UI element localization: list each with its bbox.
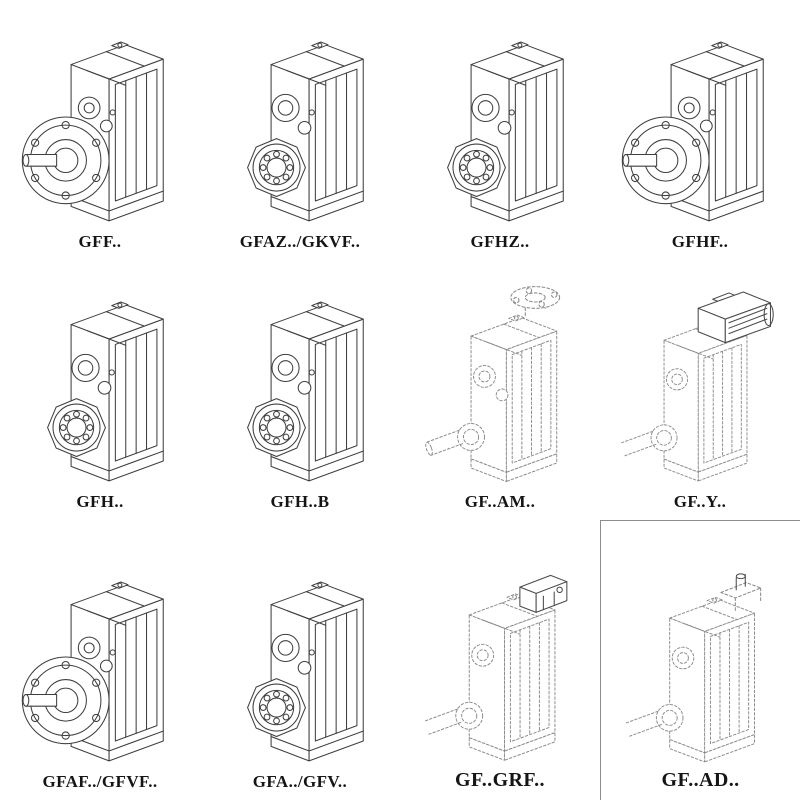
gearbox-cell: GF..Y.. xyxy=(600,260,800,520)
gearbox-cell: GFHZ.. xyxy=(400,0,600,260)
gearbox-bores-drawing xyxy=(11,283,189,489)
gearbox-flange-drawing xyxy=(611,23,789,229)
model-label: GFHF.. xyxy=(671,232,729,251)
gearbox-cell: GFHF.. xyxy=(600,0,800,260)
gearbox-cell: GF..GRF.. xyxy=(400,520,600,800)
gearbox-cell: GF..AM.. xyxy=(400,260,600,520)
gearbox-cell: GFAF../GFVF.. xyxy=(0,520,200,800)
model-label: GF..AD.. xyxy=(661,769,740,791)
model-label: GFA../GFV.. xyxy=(252,772,348,791)
gearbox-bores-drawing xyxy=(211,23,389,229)
model-label: GFF.. xyxy=(78,232,122,251)
gearbox-cell: GFAZ../GKVF.. xyxy=(200,0,400,260)
model-label: GFH.. xyxy=(76,492,124,511)
gearbox-bores-drawing xyxy=(411,23,589,229)
gearbox-motor-drawing xyxy=(611,283,789,489)
gearbox-cell: GF..AD.. xyxy=(600,520,800,800)
gearbox-flange-drawing xyxy=(11,23,189,229)
gearbox-cell: GFF.. xyxy=(0,0,200,260)
gearbox-input-shaft-drawing xyxy=(612,560,790,766)
model-label: GF..Y.. xyxy=(673,492,727,511)
gearbox-cell: GFH.. xyxy=(0,260,200,520)
gearbox-cell: GFA../GFV.. xyxy=(200,520,400,800)
gearbox-adapter-drawing xyxy=(411,560,589,766)
model-label: GFAZ../GKVF.. xyxy=(239,232,361,251)
model-label: GFH..B xyxy=(270,492,330,511)
model-label: GF..AM.. xyxy=(464,492,536,511)
model-label: GFAF../GFVF.. xyxy=(42,772,158,791)
model-label: GFHZ.. xyxy=(470,232,530,251)
gearbox-flange-drawing xyxy=(11,563,189,769)
gearbox-shaft-mounted-drawing xyxy=(411,283,589,489)
gearbox-bores-drawing xyxy=(211,563,389,769)
gearbox-bores-drawing xyxy=(211,283,389,489)
model-label: GF..GRF.. xyxy=(455,769,545,791)
gearbox-cell: GFH..B xyxy=(200,260,400,520)
